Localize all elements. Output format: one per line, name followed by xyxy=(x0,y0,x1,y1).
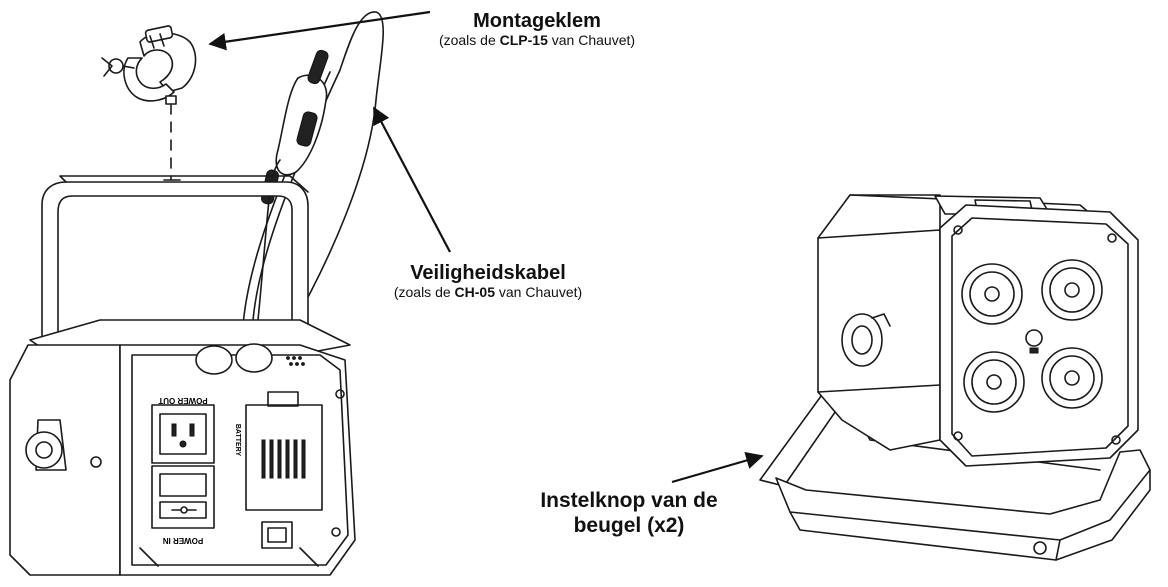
mounting-clamp-title: Montageklem xyxy=(473,10,601,32)
cable-model: CH-05 xyxy=(454,284,495,300)
mounting-clamp-callout: Montageklem (zoals de CLP-15 van Chauvet… xyxy=(378,10,696,48)
led-lens-bottom-right xyxy=(1041,347,1103,409)
battery-vent-lines xyxy=(261,439,306,479)
battery-label: BATTERY xyxy=(234,424,241,457)
cable-arrow xyxy=(373,106,451,253)
power-out-label: POWER OUT xyxy=(158,396,207,405)
safety-cable-title: Veiligheidskabel xyxy=(410,262,566,284)
adjustment-knob-line1: Instelknop van de xyxy=(540,489,718,512)
safety-cable-subtitle: (zoals de CH-05 van Chauvet) xyxy=(393,284,583,300)
floor-fixture-illustration xyxy=(759,194,1151,561)
mounting-clamp-subtitle: (zoals de CLP-15 van Chauvet) xyxy=(438,32,636,48)
clamp-arrow xyxy=(208,10,431,51)
adjustment-knob-callout: Instelknop van de beugel (x2) xyxy=(484,488,774,538)
safety-cable-callout: Veiligheidskabel (zoals de CH-05 van Cha… xyxy=(344,262,632,300)
power-in-label: POWER IN xyxy=(163,536,204,545)
vent-dots xyxy=(286,356,305,366)
mounting-clamp-illustration xyxy=(101,25,197,181)
led-lens-bottom-left xyxy=(963,351,1025,413)
knob-arrow xyxy=(671,451,764,484)
clamp-model: CLP-15 xyxy=(499,32,548,48)
hanging-fixture-illustration: POWER OUT POWER IN BATTERY xyxy=(9,175,356,576)
led-lens-top-left xyxy=(961,263,1023,325)
bracket-adjustment-knob xyxy=(841,313,891,367)
adjustment-knob-line2: beugel (x2) xyxy=(573,514,685,537)
led-lens-top-right xyxy=(1041,259,1103,321)
